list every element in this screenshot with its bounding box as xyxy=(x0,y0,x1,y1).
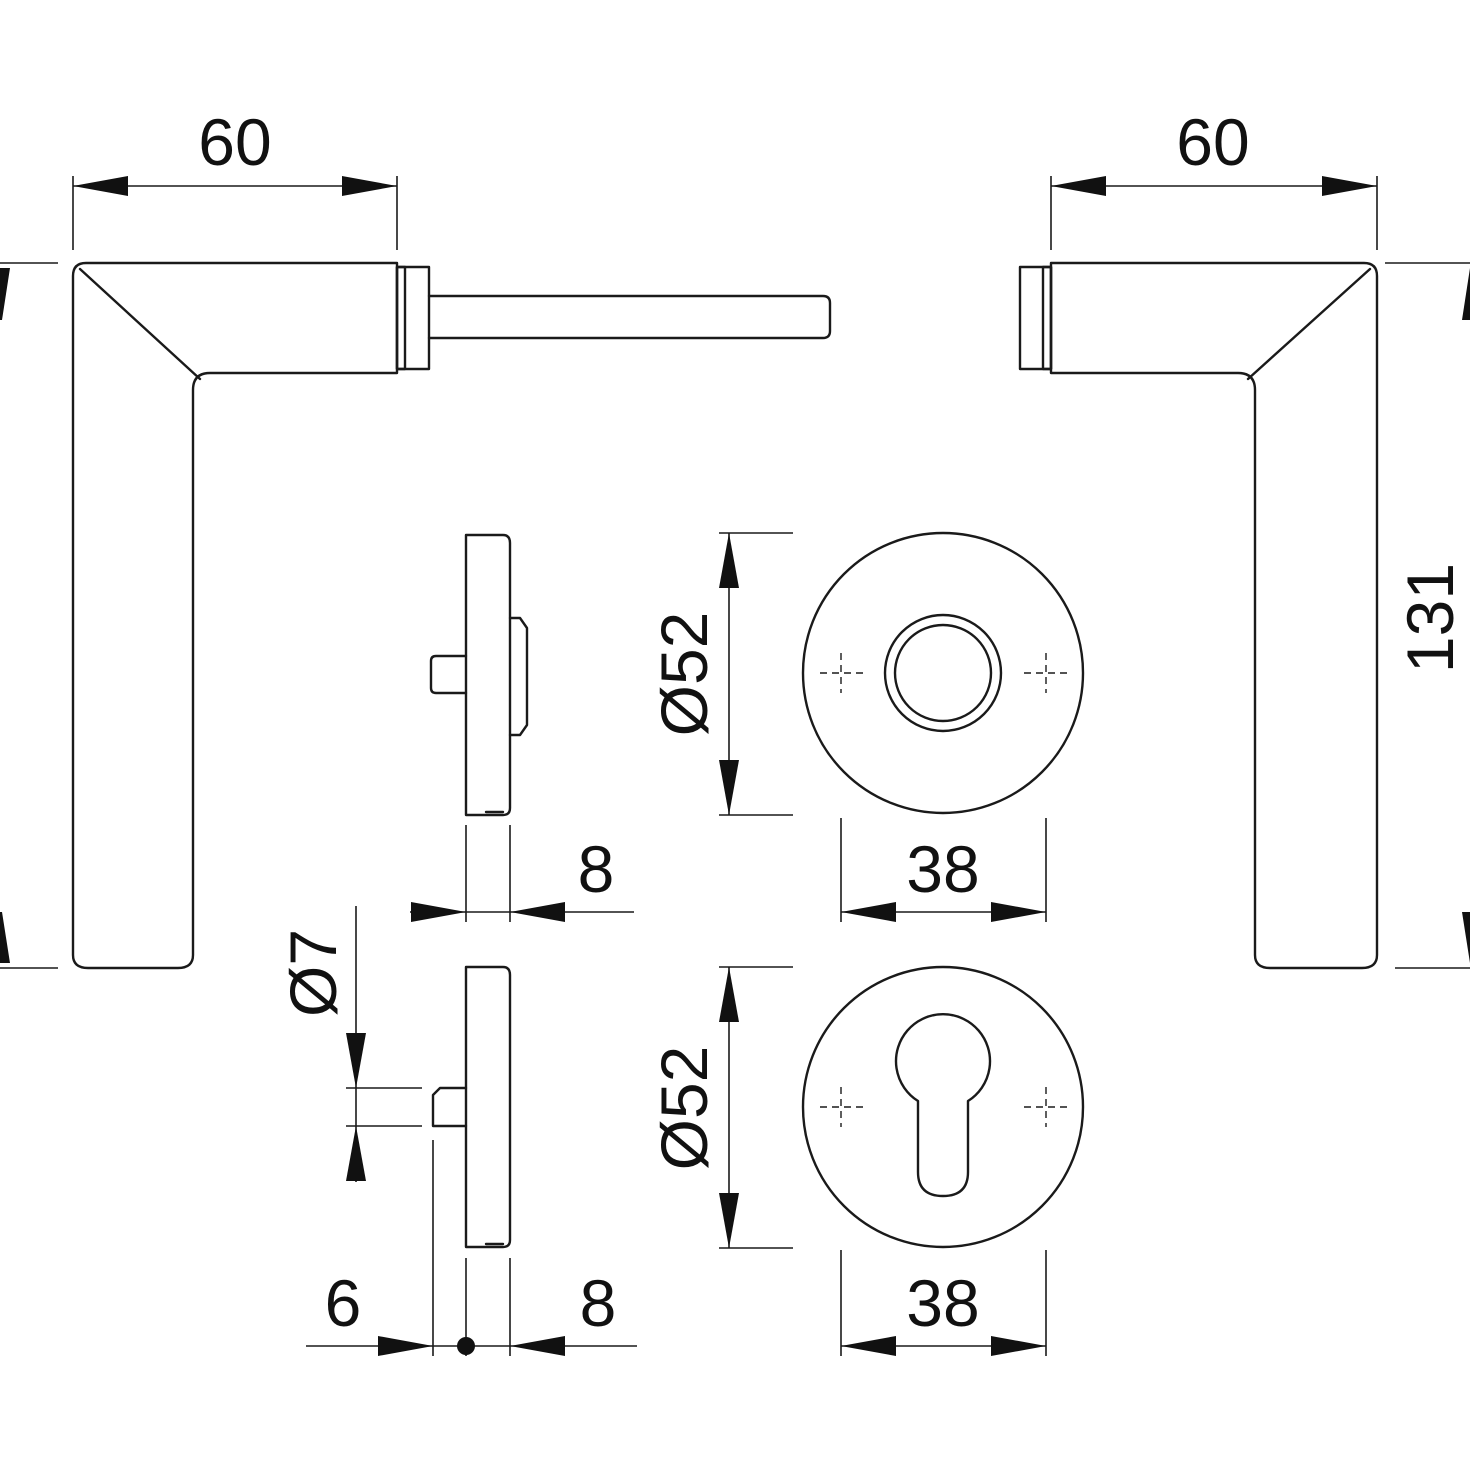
bottom-rose-front xyxy=(801,965,1085,1249)
dim-pin-diameter-label: Ø7 xyxy=(276,929,350,1017)
dimension-right-60: 60 xyxy=(1050,105,1378,250)
dim-right-60-label: 60 xyxy=(1176,105,1249,179)
dim-bottom-8-label: 8 xyxy=(580,1266,617,1340)
dim-131-label: 131 xyxy=(1393,563,1467,673)
left-lever-handle xyxy=(71,261,832,970)
top-side-view xyxy=(429,533,529,817)
dimension-left-60: 60 xyxy=(72,105,398,250)
dim-left-60-label: 60 xyxy=(198,105,271,179)
dim-bottom-6-label: 6 xyxy=(325,1266,362,1340)
bottom-side-view xyxy=(431,965,512,1249)
dim-top-8-label: 8 xyxy=(578,832,615,906)
dimension-bottom-38: 38 xyxy=(840,1250,1047,1356)
dimension-dot xyxy=(457,1337,475,1355)
dimension-left-edge xyxy=(0,262,58,969)
dimension-bottom-diameter: Ø52 xyxy=(647,966,793,1249)
dimension-pin-diameter: Ø7 xyxy=(276,906,422,1182)
dim-top-38-label: 38 xyxy=(906,832,979,906)
dimension-top-38: 38 xyxy=(840,818,1047,922)
dimension-bottom-6-8: 6 8 xyxy=(306,1140,637,1356)
dimension-top-8: 8 xyxy=(410,825,634,922)
dimension-right-131: 131 xyxy=(1385,262,1470,969)
dim-bottom-diameter-label: Ø52 xyxy=(647,1046,721,1171)
right-lever-handle xyxy=(1018,261,1379,970)
dim-bottom-38-label: 38 xyxy=(906,1266,979,1340)
dim-top-diameter-label: Ø52 xyxy=(647,612,721,737)
top-rose-front xyxy=(801,531,1085,815)
dimension-top-diameter: Ø52 xyxy=(647,532,793,816)
